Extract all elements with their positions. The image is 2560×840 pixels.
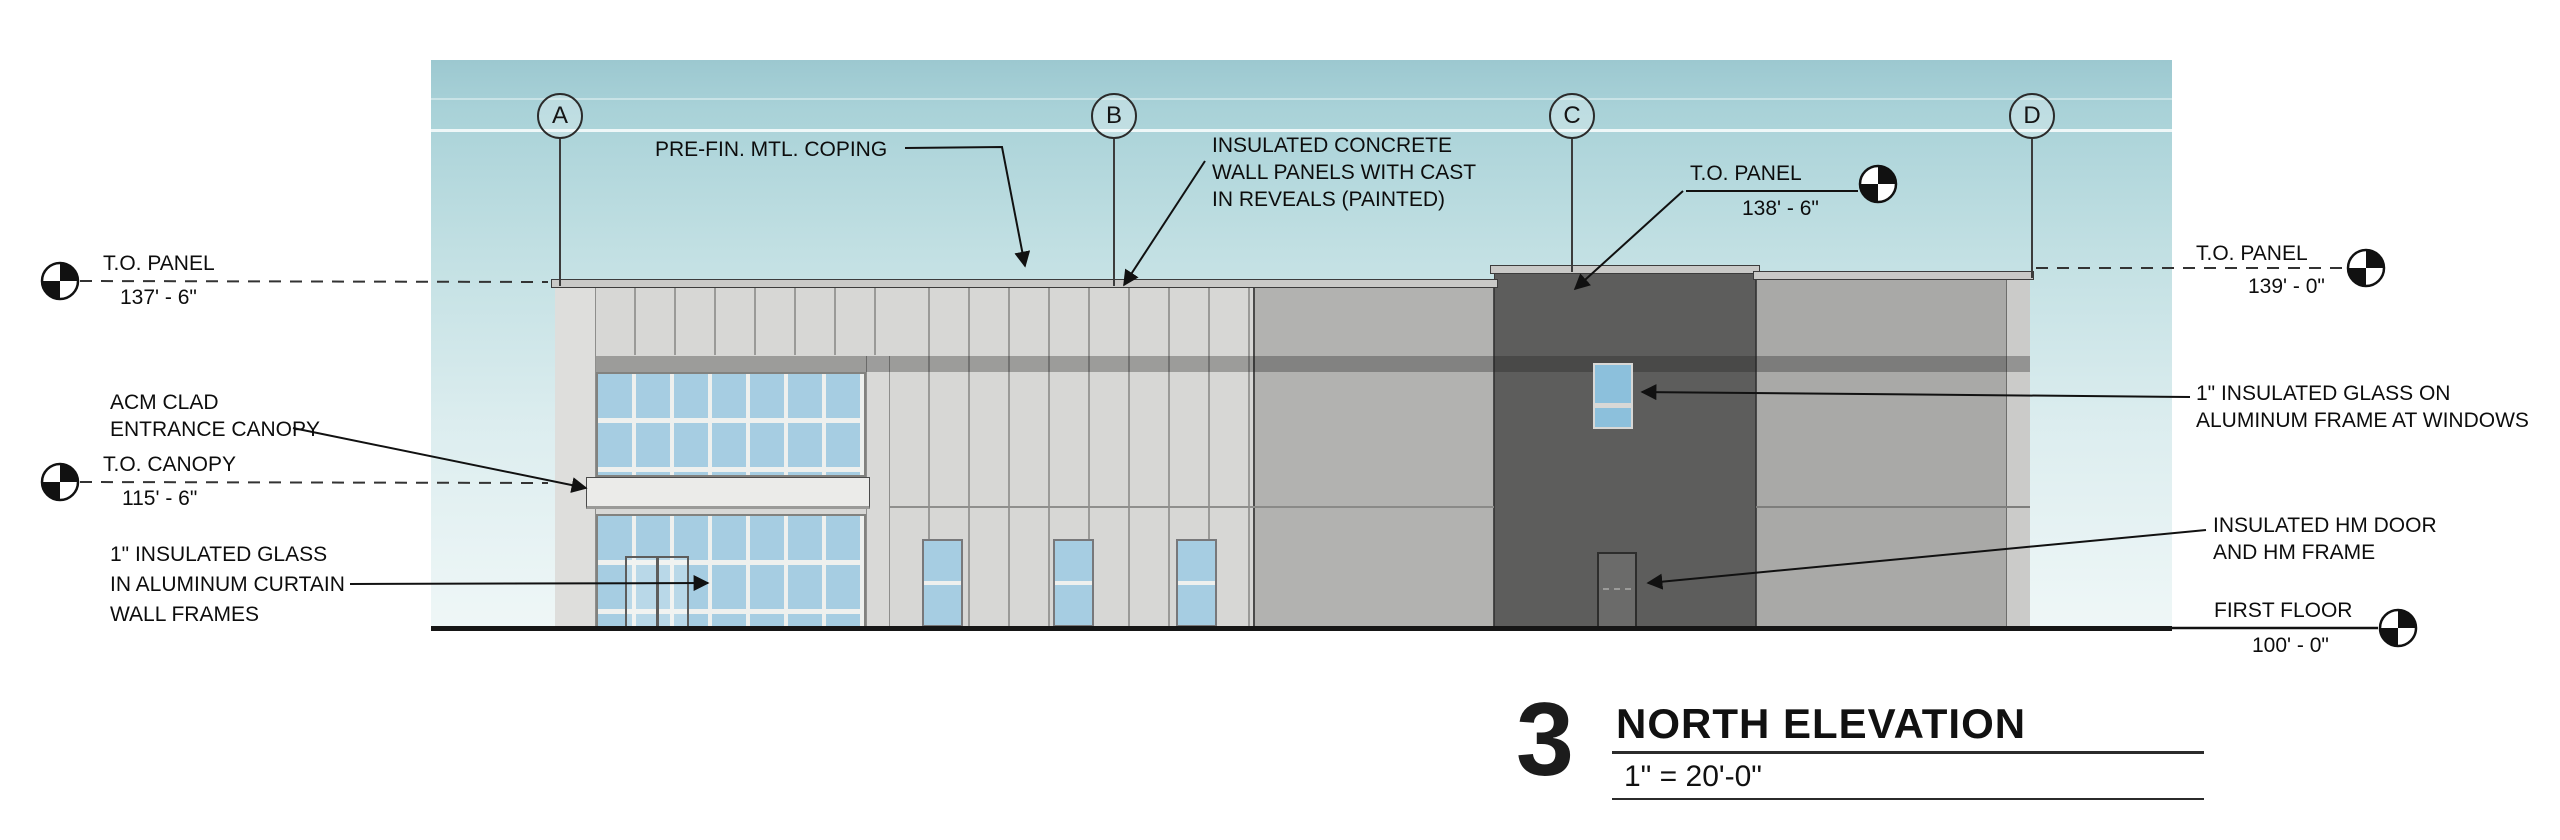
level-elevation-canopy: 115' - 6" (122, 487, 198, 510)
note-curtain-wall: 1" INSULATED GLASS IN ALUMINUM CURTAIN W… (110, 543, 345, 626)
right-edge-pilaster (2006, 278, 2030, 629)
window-mullion (1595, 403, 1631, 408)
level-label-top-panel-center: T.O. PANEL (1690, 162, 1802, 185)
note-acm-canopy: ACM CLAD ENTRANCE CANOPY (110, 391, 321, 441)
grid-marker-b: B (1091, 93, 1137, 139)
bay-pilaster (866, 356, 890, 629)
coping-right-parapet (1753, 271, 2034, 280)
entrance-door (625, 556, 689, 629)
window-mullion (1055, 581, 1092, 585)
dark-reveal-band (596, 356, 2030, 372)
aluminum-frame-window (1593, 363, 1633, 429)
datum-symbol-right-top-panel (2346, 248, 2386, 288)
drawing-number: 3 (1516, 682, 1574, 798)
datum-symbol-canopy (40, 462, 80, 502)
punched-window (922, 539, 963, 627)
drawing-scale: 1" = 20'-0" (1624, 760, 1762, 793)
lower-curtain-wall-glazing (596, 514, 866, 629)
medium-right-horizontal-joint (1756, 506, 2030, 508)
coping-dark-parapet (1490, 265, 1760, 274)
punched-window (1176, 539, 1217, 627)
scale-underline (1612, 798, 2204, 800)
grid-marker-a: A (537, 93, 583, 139)
window-mullion (1178, 581, 1215, 585)
sky-highlight-band (431, 98, 2172, 100)
medium-gray-section-right (1756, 278, 2030, 629)
entrance-canopy (586, 477, 870, 509)
level-label-right-top-panel: T.O. PANEL (2196, 242, 2308, 265)
hm-door (1597, 552, 1637, 629)
grid-line-a (559, 139, 561, 286)
entrance-door-center-mullion (656, 558, 659, 627)
level-elevation-top-panel-center: 138' - 6" (1742, 197, 1819, 220)
hm-door-dash (1603, 588, 1631, 590)
note-wall-panels: INSULATED CONCRETE WALL PANELS WITH CAST… (1212, 134, 1477, 211)
left-edge-pilaster (555, 286, 596, 629)
level-label-left-top-panel: T.O. PANEL (103, 252, 215, 275)
grid-line-c (1571, 139, 1573, 272)
medium-left-horizontal-joint (1254, 506, 1494, 508)
grid-marker-c: C (1549, 93, 1595, 139)
upper-curtain-wall-glazing (596, 372, 866, 477)
punched-window (1053, 539, 1094, 627)
grid-line-d (2031, 139, 2033, 278)
grid-label: A (551, 102, 568, 129)
window-mullion (924, 581, 961, 585)
grid-marker-d: D (2009, 93, 2055, 139)
note-window-glass: 1" INSULATED GLASS ON ALUMINUM FRAME AT … (2196, 382, 2529, 432)
parapet-panel-joints (596, 287, 890, 355)
datum-symbol-left-top-panel (40, 261, 80, 301)
level-label-canopy: T.O. CANOPY (103, 453, 237, 476)
level-elevation-left-top-panel: 137' - 6" (120, 286, 197, 309)
grid-line-b (1113, 139, 1115, 286)
level-label-first-floor: FIRST FLOOR (2214, 599, 2353, 622)
grid-label: D (2023, 102, 2041, 129)
medium-gray-section-left (1254, 286, 1494, 629)
note-hm-door: INSULATED HM DOOR AND HM FRAME (2213, 514, 2437, 564)
sky-highlight-band (431, 129, 2172, 132)
level-elevation-first-floor: 100' - 0" (2252, 634, 2329, 657)
datum-symbol-first-floor (2378, 608, 2418, 648)
coping-left-parapet (551, 279, 1498, 288)
note-coping: PRE-FIN. MTL. COPING (655, 138, 888, 161)
ground-line (431, 626, 2172, 631)
title-underline (1612, 751, 2204, 754)
level-elevation-right-top-panel: 139' - 0" (2248, 275, 2325, 298)
grid-label: C (1563, 102, 1581, 129)
mid-horizontal-joint (890, 506, 1254, 508)
drawing-title: NORTH ELEVATION (1616, 700, 2027, 747)
grid-label: B (1105, 102, 1122, 129)
